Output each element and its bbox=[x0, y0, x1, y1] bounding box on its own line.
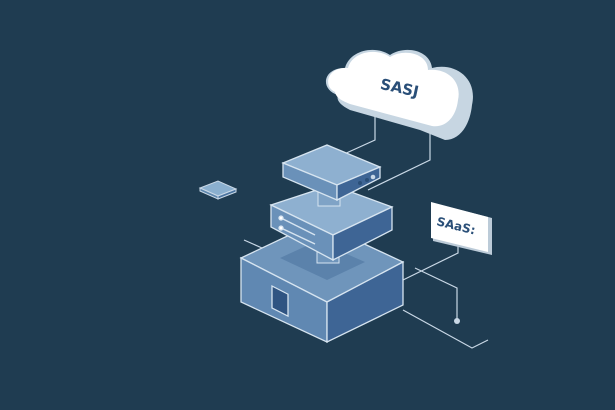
status-light-icon bbox=[370, 174, 376, 180]
sign-line bbox=[402, 240, 459, 281]
side-line bbox=[243, 239, 263, 249]
door-icon bbox=[271, 285, 289, 318]
drop-line bbox=[414, 267, 458, 320]
top-server-box bbox=[281, 144, 382, 202]
connector-node bbox=[454, 318, 460, 324]
status-light-icon bbox=[358, 181, 362, 185]
saas-sign: SAaS: bbox=[431, 202, 492, 255]
middle-server-box bbox=[269, 184, 394, 262]
floating-tile bbox=[198, 180, 238, 200]
cloud-icon: SASJ bbox=[325, 49, 473, 140]
status-light-icon bbox=[365, 178, 369, 182]
floor-line bbox=[402, 309, 489, 349]
cloud-line-right bbox=[367, 125, 431, 191]
